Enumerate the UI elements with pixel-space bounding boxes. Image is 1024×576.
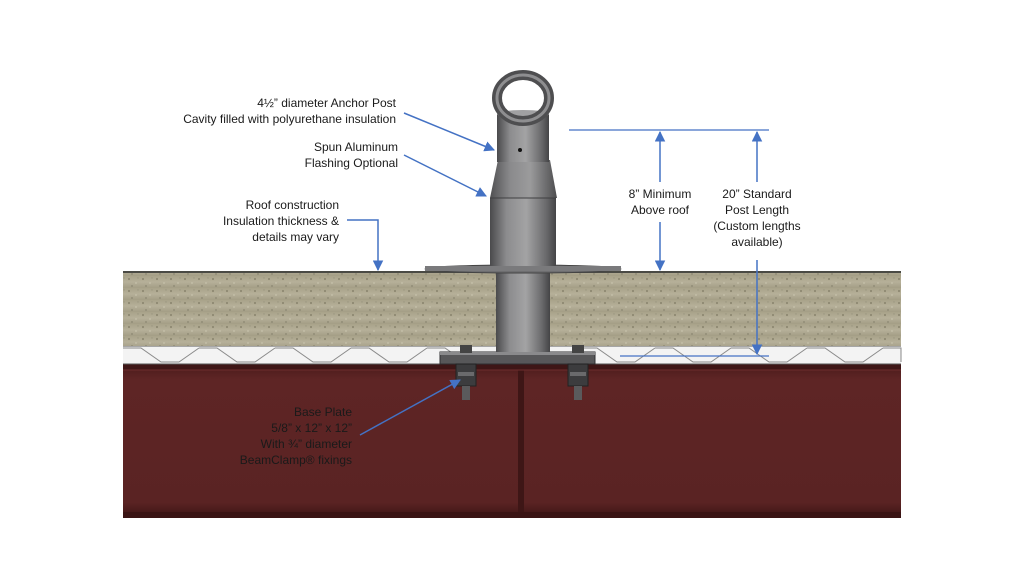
flashing-cone [490,160,557,198]
standard-label-line3: (Custom lengths [713,219,801,233]
standard-label-line4: available) [731,235,783,249]
roof-label-line3: details may vary [252,230,339,244]
roof-arrow [347,219,384,272]
roof-label: Roof construction Insulation thickness &… [190,197,339,245]
roof-label-line2: Insulation thickness & [222,214,339,228]
flashing-arrow [403,154,487,197]
minimum-label-line1: 8” Minimum [628,187,692,201]
base-plate-label-line3: With ¾” diameter [260,437,352,451]
standard-label: 20” Standard Post Length (Custom lengths… [702,186,812,250]
base-plate [439,351,596,365]
minimum-label-line2: Above roof [630,203,690,217]
base-plate-label-line1: Base Plate [293,405,352,419]
anchor-post-label-line1: 4½” diameter Anchor Post [257,96,396,110]
flashing-label: Spun Aluminum Flashing Optional [250,139,398,171]
anchor-post-label-line2: Cavity filled with polyurethane insulati… [183,112,396,126]
base-plate-label-line2: 5/8” x 12” x 12” [271,421,352,435]
base-plate-arrow [359,379,461,436]
roof-label-line1: Roof construction [245,198,339,212]
callout-arrows [347,112,495,436]
steel-beam [123,364,901,518]
anchor-post-label: 4½” diameter Anchor Post Cavity filled w… [150,95,396,127]
eye-ring [492,70,554,126]
base-plate-label-line4: BeamClamp® fixings [239,453,352,467]
beam-clamp-right [567,363,589,400]
beam-clamp-left [455,363,477,400]
flashing-label-line1: Spun Aluminum [313,140,398,154]
anchor-post-arrow [403,112,495,152]
top-bolts [460,345,584,353]
standard-label-line2: Post Length [724,203,790,217]
base-plate-label: Base Plate 5/8” x 12” x 12” With ¾” diam… [200,404,352,468]
flashing-label-line2: Flashing Optional [304,156,398,170]
dimension-lines [569,129,769,357]
minimum-label: 8” Minimum Above roof [610,186,710,218]
standard-label-line1: 20” Standard [722,187,792,201]
